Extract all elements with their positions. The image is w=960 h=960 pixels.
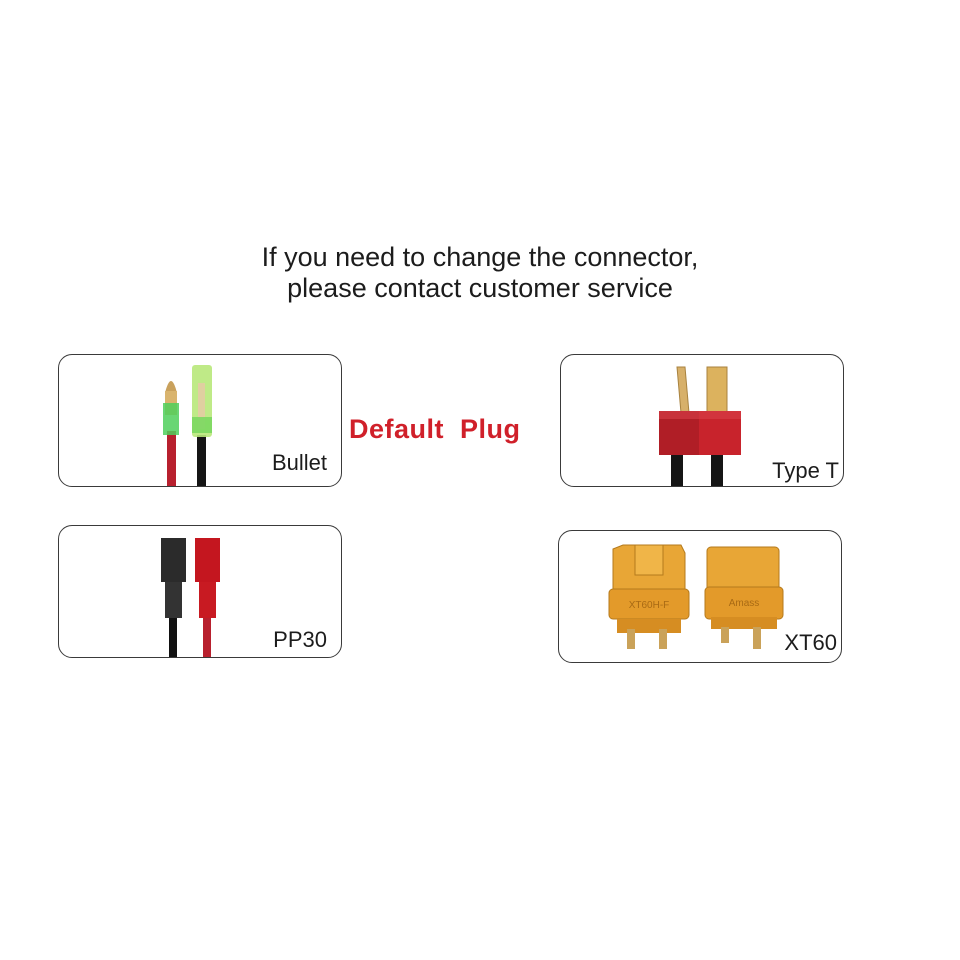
- heading-line-2: please contact customer service: [287, 273, 673, 303]
- connector-card-pp30[interactable]: PP30: [58, 525, 342, 658]
- type-t-connector-icon: [659, 366, 741, 486]
- pp30-connector-icon: [161, 538, 220, 657]
- default-plug-label: Default Plug: [349, 414, 521, 444]
- connector-card-bullet[interactable]: Bullet: [58, 354, 342, 487]
- bullet-connector-icon: [163, 365, 212, 486]
- connector-label-xt60: XT60: [784, 630, 837, 655]
- xt60-molded-text-right: Amass: [729, 598, 760, 609]
- connector-card-xt60[interactable]: XT60H-F Amass XT60: [558, 530, 842, 663]
- xt60-molded-text-left: XT60H-F: [629, 600, 670, 611]
- connector-label-pp30: PP30: [273, 627, 327, 652]
- heading-line-1: If you need to change the connector,: [261, 242, 699, 272]
- connector-card-type-t[interactable]: Type T: [560, 354, 844, 487]
- connector-label-type-t: Type T: [772, 458, 839, 483]
- connector-label-bullet: Bullet: [271, 450, 327, 475]
- xt60-connector-icon: XT60H-F Amass: [608, 544, 784, 649]
